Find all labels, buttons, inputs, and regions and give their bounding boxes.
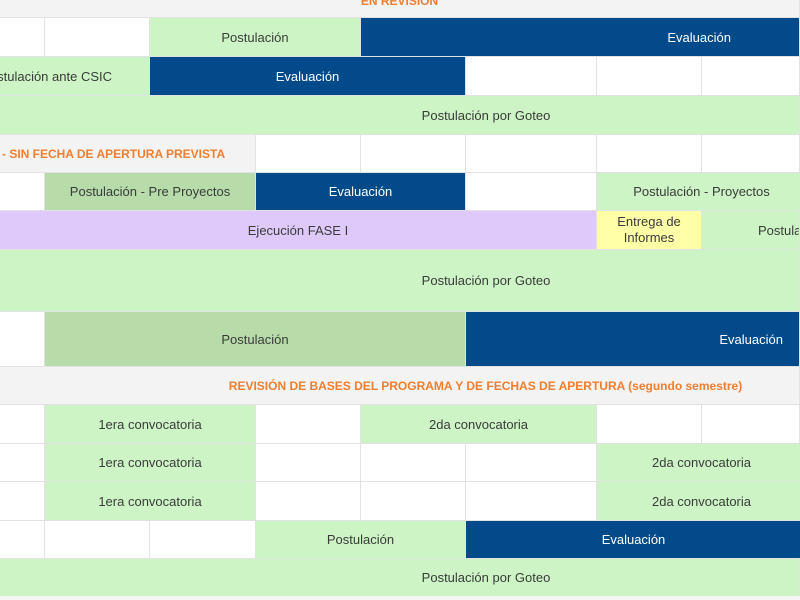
postulacion-goteo-bar: Postulación por Goteo xyxy=(0,250,800,312)
primera-convocatoria-bar: 1era convocatoria xyxy=(45,444,256,482)
empty-cell xyxy=(256,482,361,521)
horizontal-scrollbar[interactable] xyxy=(0,596,800,600)
primera-convocatoria-bar: 1era convocatoria xyxy=(45,482,256,521)
evaluacion-bar: Evaluación xyxy=(466,521,800,559)
segunda-convocatoria-bar: 2da convocatoria xyxy=(361,405,597,444)
postulacion-bar: Postulación xyxy=(150,18,361,57)
primera-convocatoria-bar: 1era convocatoria xyxy=(45,405,256,444)
postulacion-bar: Postulación xyxy=(45,312,466,367)
postulacion-goteo-bar: Postulación por Goteo xyxy=(0,559,800,597)
empty-cell xyxy=(702,57,800,96)
empty-cell xyxy=(0,521,45,559)
empty-cell xyxy=(45,521,150,559)
section-header-revision-bases: REVISIÓN DE BASES DEL PROGRAMA Y DE FECH… xyxy=(0,367,800,405)
empty-cell xyxy=(597,57,702,96)
empty-cell xyxy=(256,135,361,173)
empty-cell xyxy=(0,444,45,482)
empty-cell xyxy=(466,57,597,96)
empty-cell xyxy=(597,405,702,444)
empty-cell xyxy=(256,405,361,444)
section-header-en-revision: EN REVISIÓN xyxy=(0,0,800,18)
empty-cell xyxy=(702,135,800,173)
segunda-convocatoria-bar: 2da convocatoria xyxy=(597,444,800,482)
empty-cell xyxy=(597,135,702,173)
empty-cell xyxy=(0,482,45,521)
evaluacion-bar: Evaluación xyxy=(466,312,800,367)
section-header-sin-fecha: - SIN FECHA DE APERTURA PREVISTA xyxy=(0,135,256,173)
empty-cell xyxy=(0,312,45,367)
ejecucion-fase-bar: Ejecución FASE I xyxy=(0,211,597,250)
empty-cell xyxy=(150,521,256,559)
postulacion-goteo-bar: Postulación por Goteo xyxy=(0,96,800,135)
empty-cell xyxy=(702,405,800,444)
empty-cell xyxy=(45,18,150,57)
empty-cell xyxy=(466,444,597,482)
evaluacion-bar: Evaluación xyxy=(361,18,800,57)
postulacion-proyectos-bar: Postulación - Proyectos xyxy=(597,173,800,211)
postulacion-csic-bar: Postulación ante CSIC xyxy=(0,57,150,96)
postulacion-pre-proyectos-bar: Postulación - Pre Proyectos xyxy=(45,173,256,211)
segunda-convocatoria-bar: 2da convocatoria xyxy=(597,482,800,521)
evaluacion-bar: Evaluación xyxy=(150,57,466,96)
empty-cell xyxy=(0,18,45,57)
empty-cell xyxy=(466,482,597,521)
empty-cell xyxy=(466,135,597,173)
empty-cell xyxy=(466,173,597,211)
empty-cell xyxy=(256,444,361,482)
evaluacion-bar: Evaluación xyxy=(256,173,466,211)
postulacion-bar: Postulación xyxy=(702,211,800,250)
empty-cell xyxy=(361,444,466,482)
empty-cell xyxy=(361,135,466,173)
empty-cell xyxy=(361,482,466,521)
empty-cell xyxy=(0,173,45,211)
empty-cell xyxy=(0,405,45,444)
postulacion-bar: Postulación xyxy=(256,521,466,559)
